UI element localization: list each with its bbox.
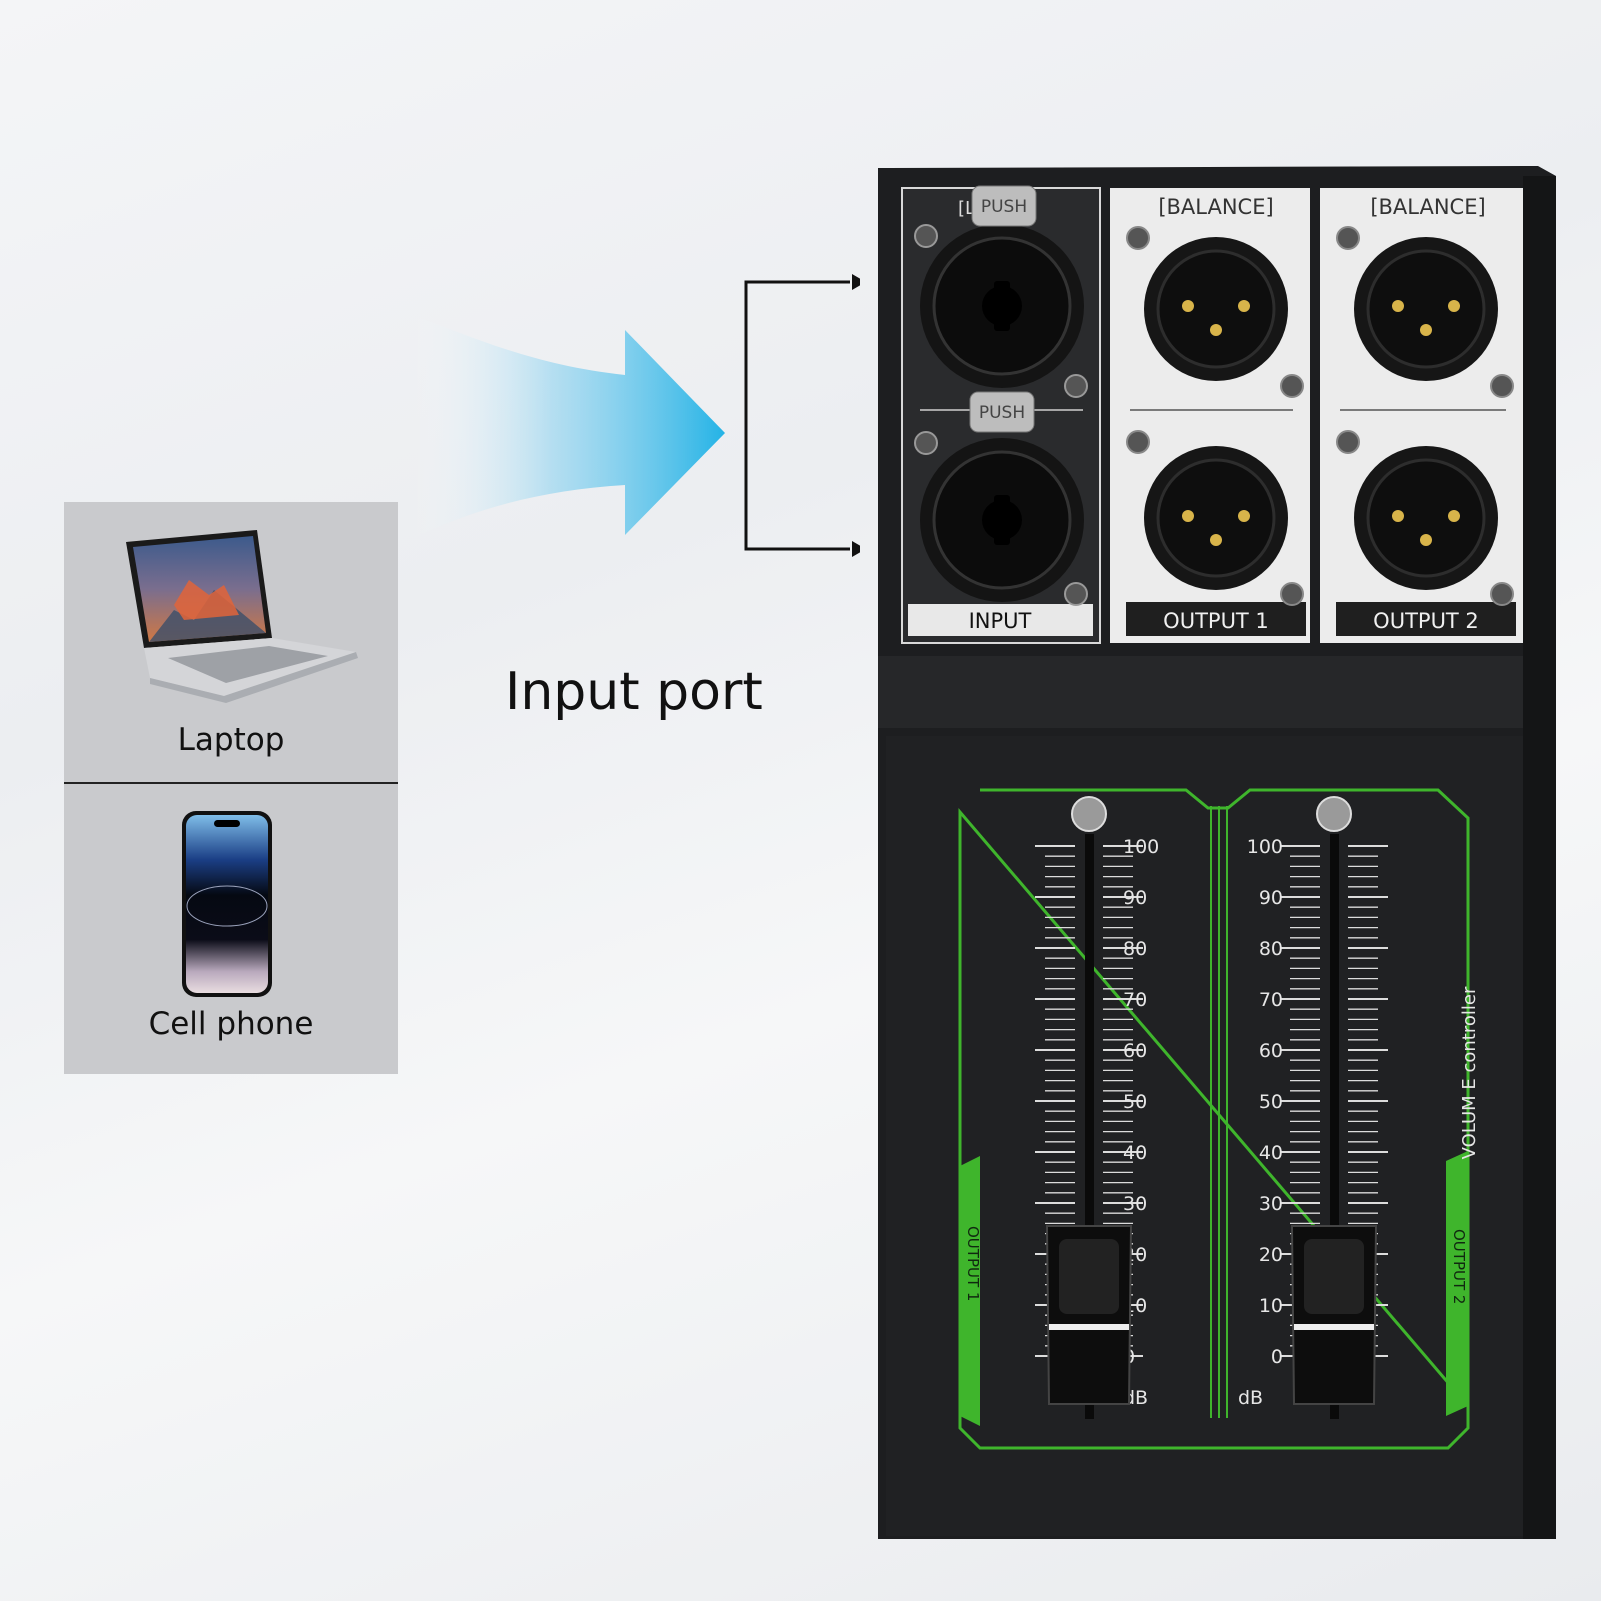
fader-2-scale-label: 40 <box>1259 1142 1283 1164</box>
fader-2-scale-label: 100 <box>1247 836 1283 858</box>
fader-side-label-2: OUTPUT 2 <box>1450 1229 1468 1304</box>
output-1-label: OUTPUT 1 <box>1163 609 1269 633</box>
fader-1-knob[interactable] <box>1045 1225 1133 1405</box>
output-1-balance-label: [BALANCE] <box>1158 195 1273 219</box>
input-port-caption: Input port <box>505 662 763 722</box>
fader-2-scale-label: 50 <box>1259 1091 1283 1113</box>
xlr-output-1a[interactable] <box>1144 237 1288 381</box>
fader-2-unit: dB <box>1238 1387 1263 1409</box>
output-2-label: OUTPUT 2 <box>1373 609 1479 633</box>
laptop-card: Laptop <box>64 502 398 782</box>
combo-jack-1[interactable]: PUSH <box>920 185 1084 388</box>
cell-phone-label: Cell phone <box>148 1006 314 1042</box>
fader-2-scale-label: 0 <box>1271 1346 1283 1368</box>
fader-1-scale-label: 40 <box>1123 1142 1147 1164</box>
flow-arrow-icon <box>410 315 725 540</box>
fader-1-scale-label: 90 <box>1123 887 1147 909</box>
xlr-output-2a[interactable] <box>1354 237 1498 381</box>
fader-1-scale-label: 50 <box>1123 1091 1147 1113</box>
push-label-2: PUSH <box>979 403 1025 423</box>
fader-2-scale-label: 60 <box>1259 1040 1283 1062</box>
device-divider <box>64 782 398 784</box>
source-devices-panel: Laptop Cell phone <box>64 502 398 1074</box>
output-2-balance-label: [BALANCE] <box>1370 195 1485 219</box>
fader-1-scale-label: 30 <box>1123 1193 1147 1215</box>
fader-2-scale-label: 30 <box>1259 1193 1283 1215</box>
fader-2-scale-label: 20 <box>1259 1244 1283 1266</box>
fader-side-label-1: OUTPUT 1 <box>964 1226 982 1301</box>
push-label-1: PUSH <box>981 197 1027 217</box>
input-port-panel: INPUT [L C] PUSH PUSH <box>901 185 1101 644</box>
volume-controller-device: INPUT [L C] PUSH PUSH [BALANCE] <box>878 166 1556 1539</box>
cell-phone-icon <box>182 811 272 997</box>
input-bracket-arrows <box>744 274 860 557</box>
xlr-output-2b[interactable] <box>1354 446 1498 590</box>
fader-2-scale-label: 90 <box>1259 887 1283 909</box>
output-1-panel: [BALANCE] OUTPUT 1 <box>1110 188 1310 643</box>
brand-label: VOLUM E controller <box>1459 986 1480 1159</box>
fader-1-scale-label: 100 <box>1123 836 1159 858</box>
cell-phone-card: Cell phone <box>64 784 398 1074</box>
fader-1-scale-label: 60 <box>1123 1040 1147 1062</box>
laptop-label: Laptop <box>177 722 285 758</box>
xlr-output-1b[interactable] <box>1144 446 1288 590</box>
input-label: INPUT <box>969 609 1032 633</box>
output-2-panel: [BALANCE] OUTPUT 2 <box>1320 188 1523 643</box>
fader-2-scale-label: 80 <box>1259 938 1283 960</box>
combo-jack-2[interactable]: PUSH <box>920 391 1084 602</box>
fader-2-scale-label: 10 <box>1259 1295 1283 1317</box>
fader-2-knob[interactable] <box>1290 1225 1378 1405</box>
fader-2-scale-label: 70 <box>1259 989 1283 1011</box>
laptop-icon <box>126 530 358 703</box>
fader-1-scale-label: 70 <box>1123 989 1147 1011</box>
fader-1-scale-label: 80 <box>1123 938 1147 960</box>
